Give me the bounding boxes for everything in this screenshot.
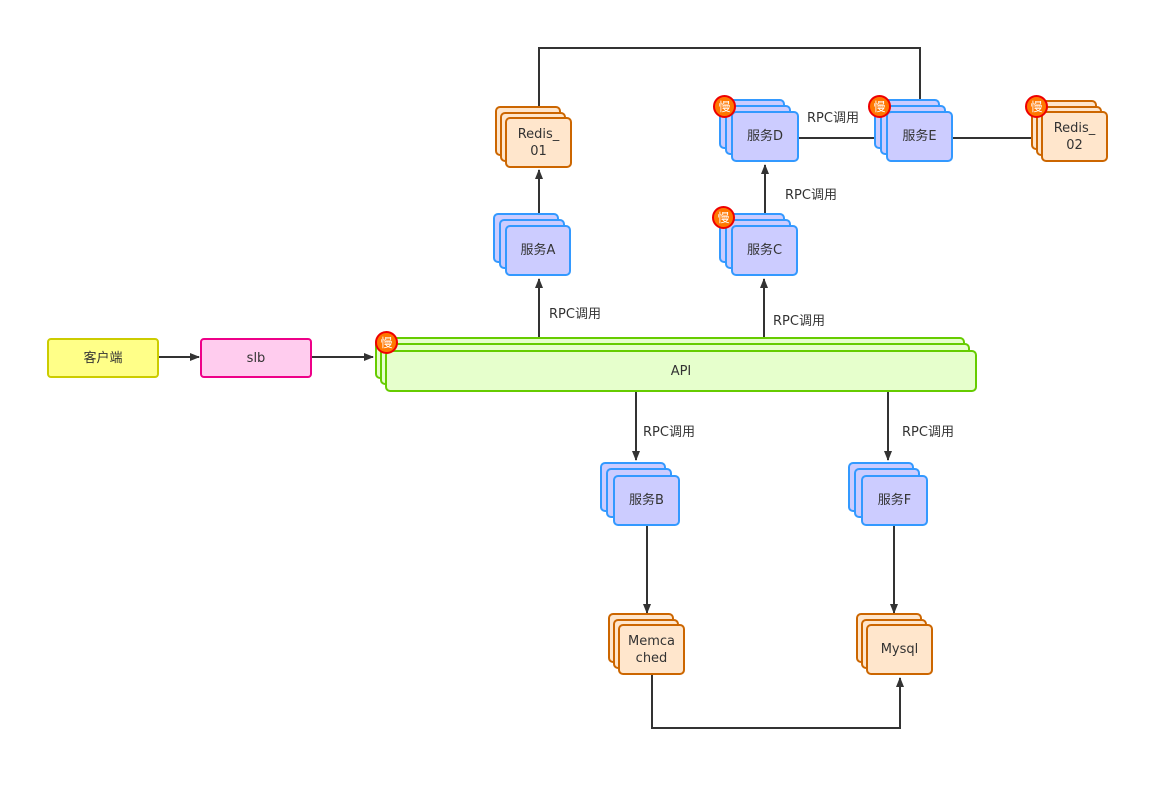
slow-badge-service-d: 慢 bbox=[713, 95, 736, 118]
node-mysql[interactable]: Mysql bbox=[856, 613, 933, 675]
node-client[interactable]: 客户端 bbox=[47, 338, 159, 378]
node-memcached[interactable]: Memca ched bbox=[608, 613, 685, 675]
node-service-f[interactable]: 服务F bbox=[848, 462, 928, 526]
node-api[interactable]: API bbox=[375, 337, 977, 392]
slow-badge-api: 慢 bbox=[375, 331, 398, 354]
node-service-b-label: 服务B bbox=[629, 493, 664, 508]
node-service-f-label: 服务F bbox=[877, 493, 912, 508]
service-a-stack-front bbox=[505, 225, 571, 276]
node-redis-01-label: Redis_ 01 bbox=[517, 126, 560, 159]
node-service-a-label: 服务A bbox=[520, 243, 556, 258]
node-slb-label: slb bbox=[246, 350, 266, 366]
node-api-label: API bbox=[670, 363, 692, 379]
node-service-c-label: 服务C bbox=[746, 243, 783, 258]
slow-badge-service-c: 慢 bbox=[712, 206, 735, 229]
node-redis-01[interactable]: Redis_ 01 bbox=[495, 106, 572, 168]
service-e-stack-front bbox=[886, 111, 953, 162]
node-client-label: 客户端 bbox=[83, 350, 123, 366]
service-f-stack-front bbox=[861, 475, 928, 526]
slow-badge-redis-02: 慢 bbox=[1025, 95, 1048, 118]
edge-label-service-d-service-e: RPC调用 bbox=[807, 111, 859, 126]
slow-badge-service-e: 慢 bbox=[868, 95, 891, 118]
edge-label-api-service-f: RPC调用 bbox=[902, 425, 954, 440]
node-service-d[interactable]: 服务D bbox=[719, 99, 799, 162]
edge-label-api-service-b: RPC调用 bbox=[643, 425, 695, 440]
node-mysql-label: Mysql bbox=[880, 642, 919, 657]
redis-01-stack-front bbox=[505, 117, 572, 168]
node-service-a[interactable]: 服务A bbox=[493, 213, 571, 276]
api-stack-front bbox=[385, 350, 977, 392]
service-d-stack-front bbox=[731, 111, 799, 162]
memcached-stack-front bbox=[618, 624, 685, 675]
node-service-b[interactable]: 服务B bbox=[600, 462, 680, 526]
node-service-e[interactable]: 服务E bbox=[874, 99, 953, 162]
node-service-e-label: 服务E bbox=[902, 129, 937, 144]
node-slb[interactable]: slb bbox=[200, 338, 312, 378]
edge-service-e-redis-01 bbox=[535, 47, 921, 117]
node-memcached-label: Memca ched bbox=[628, 633, 675, 666]
mysql-stack-front bbox=[866, 624, 933, 675]
edge-memcached-mysql bbox=[651, 675, 904, 729]
node-redis-02-label: Redis_ 02 bbox=[1053, 120, 1096, 153]
node-service-d-label: 服务D bbox=[746, 129, 783, 144]
edge-label-api-service-a: RPC调用 bbox=[549, 307, 601, 322]
redis-02-stack-front bbox=[1041, 111, 1108, 162]
service-b-stack-front bbox=[613, 475, 680, 526]
edge-label-api-service-c: RPC调用 bbox=[773, 314, 825, 329]
service-c-stack-front bbox=[731, 225, 798, 276]
edge-label-service-c-service-d: RPC调用 bbox=[785, 188, 837, 203]
